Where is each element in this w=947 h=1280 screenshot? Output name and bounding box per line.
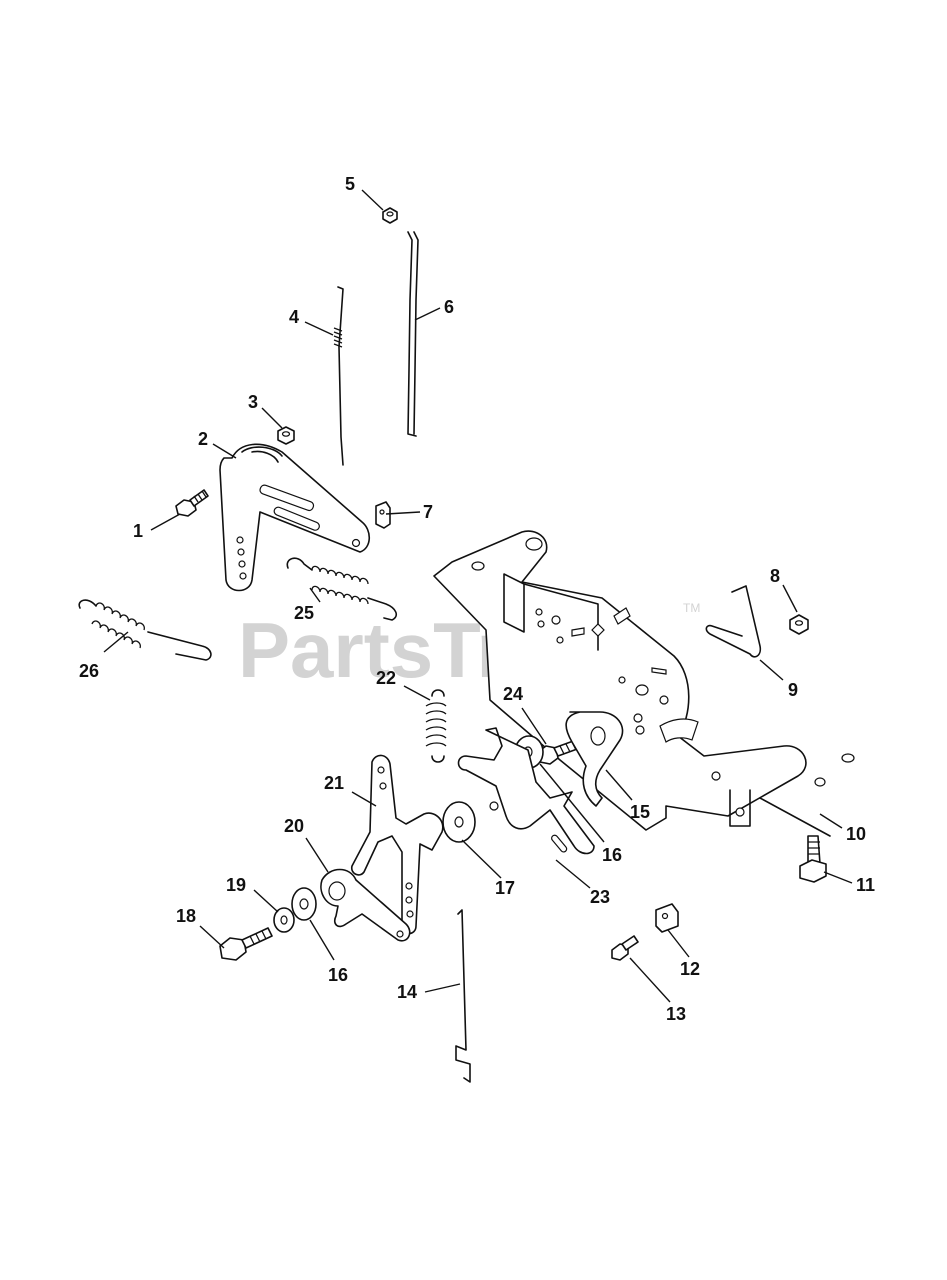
leader-15 (605, 769, 633, 801)
callout-6[interactable]: 6 (444, 297, 454, 317)
callout-15[interactable]: 15 (630, 802, 650, 822)
part-5-cap[interactable] (382, 207, 398, 224)
part-16-washer-lower[interactable] (291, 887, 317, 921)
leader-5 (361, 189, 384, 211)
leader-13 (629, 957, 671, 1003)
part-6-rod[interactable] (407, 231, 419, 437)
part-11-bolt[interactable] (799, 835, 827, 883)
callout-21[interactable]: 21 (324, 773, 344, 793)
callout-13[interactable]: 13 (666, 1004, 686, 1024)
part-14-rod[interactable] (455, 909, 471, 1083)
callout-3[interactable]: 3 (248, 392, 258, 412)
leader-25 (309, 587, 321, 603)
part-19-washer[interactable] (273, 907, 295, 933)
callout-20[interactable]: 20 (284, 816, 304, 836)
callout-18[interactable]: 18 (176, 906, 196, 926)
callout-9[interactable]: 9 (788, 680, 798, 700)
part-1-screw[interactable] (175, 489, 209, 517)
callout-16-lower[interactable]: 16 (328, 965, 348, 985)
leader-4 (304, 321, 334, 336)
callout-16-upper[interactable]: 16 (602, 845, 622, 865)
part-12-clip[interactable] (655, 903, 679, 933)
callout-labels: 1 2 3 4 5 6 7 8 9 10 11 12 13 14 15 16 1… (79, 174, 875, 1024)
callout-14[interactable]: 14 (397, 982, 417, 1002)
callout-17[interactable]: 17 (495, 878, 515, 898)
leader-26 (103, 631, 129, 653)
leader-12 (667, 929, 690, 958)
callout-12[interactable]: 12 (680, 959, 700, 979)
callout-4[interactable]: 4 (289, 307, 299, 327)
leader-17 (461, 839, 502, 879)
leader-3 (261, 407, 283, 429)
part-21-bracket[interactable] (350, 754, 444, 935)
callout-26[interactable]: 26 (79, 661, 99, 681)
part-18-bolt[interactable] (219, 927, 273, 961)
leader-19 (253, 889, 279, 913)
callout-2[interactable]: 2 (198, 429, 208, 449)
part-15-lever[interactable] (565, 711, 624, 807)
callout-1[interactable]: 1 (133, 521, 143, 541)
leader-16b (309, 919, 335, 961)
callout-8[interactable]: 8 (770, 566, 780, 586)
part-13-screw[interactable] (611, 935, 639, 961)
leader-2 (212, 443, 237, 459)
leader-8 (782, 584, 798, 613)
leader-6 (414, 307, 441, 321)
leader-9 (759, 659, 784, 681)
part-23-throttle-lever[interactable] (457, 727, 595, 855)
callout-7[interactable]: 7 (423, 502, 433, 522)
leader-16a (539, 763, 605, 843)
leader-23 (555, 859, 591, 889)
callout-23[interactable]: 23 (590, 887, 610, 907)
part-22-spring[interactable] (425, 689, 447, 763)
part-2-lever[interactable] (219, 443, 371, 592)
leader-14 (424, 983, 461, 993)
leader-18 (199, 925, 225, 949)
watermark-trademark: TM (683, 601, 700, 615)
leader-20 (305, 837, 329, 873)
leader-11 (823, 871, 853, 884)
part-4-rod[interactable] (333, 286, 344, 466)
callout-5[interactable]: 5 (345, 174, 355, 194)
part-9-wire-spring[interactable] (705, 585, 762, 658)
part-20-link-plate[interactable] (320, 868, 411, 942)
leader-10 (819, 813, 843, 829)
part-7-clip[interactable] (375, 501, 391, 529)
callout-25[interactable]: 25 (294, 603, 314, 623)
leader-1 (150, 513, 181, 531)
part-3-nut[interactable] (277, 426, 295, 445)
part-25-spring[interactable] (286, 557, 398, 621)
callout-24[interactable]: 24 (503, 684, 523, 704)
part-10-bracket-plate[interactable] (433, 530, 855, 837)
part-26-spring[interactable] (78, 599, 212, 661)
callout-22[interactable]: 22 (376, 668, 396, 688)
part-17-washer[interactable] (442, 801, 476, 843)
callout-19[interactable]: 19 (226, 875, 246, 895)
leader-7 (385, 511, 421, 515)
callout-11[interactable]: 11 (856, 875, 875, 895)
leader-22 (403, 685, 431, 701)
part-8-nut[interactable] (789, 614, 809, 635)
callout-10[interactable]: 10 (846, 824, 866, 844)
leader-lines (103, 189, 853, 1003)
leader-21 (351, 791, 377, 807)
leader-24 (521, 707, 547, 745)
